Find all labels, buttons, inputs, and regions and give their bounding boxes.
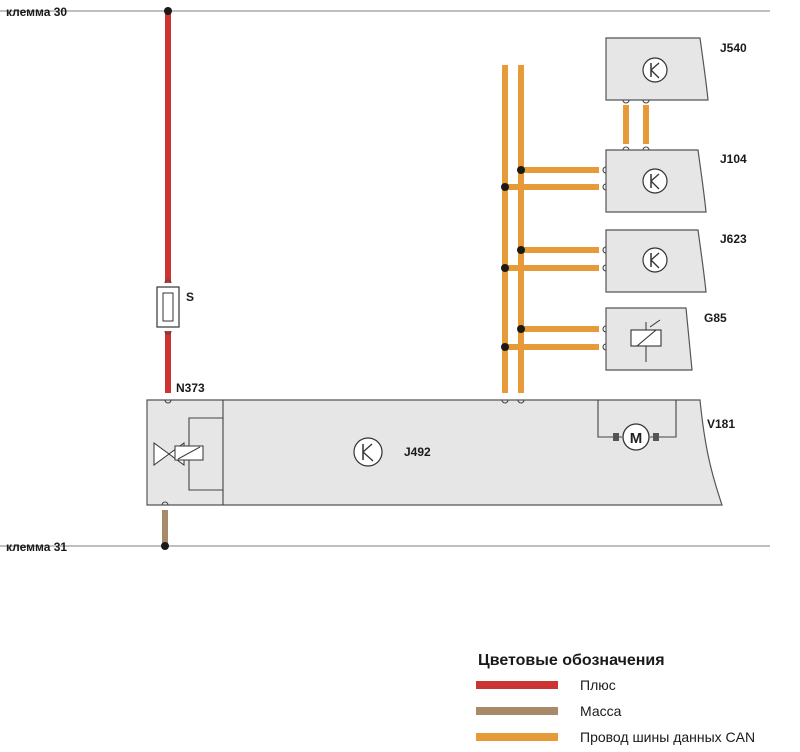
terminal-31-junction bbox=[161, 542, 169, 550]
v181-label: V181 bbox=[707, 417, 735, 431]
terminal-31-label: клемма 31 bbox=[6, 540, 67, 554]
g85-label: G85 bbox=[704, 311, 727, 325]
terminal-30-junction bbox=[164, 7, 172, 15]
transistor-icon bbox=[642, 247, 668, 273]
main-unit-body bbox=[146, 399, 723, 506]
j104-label: J104 bbox=[720, 152, 747, 166]
transistor-icon bbox=[642, 57, 668, 83]
j492-label: J492 bbox=[404, 445, 431, 459]
fuse-s bbox=[156, 279, 180, 335]
j623-label: J623 bbox=[720, 232, 747, 246]
valve-icon bbox=[153, 417, 223, 491]
module-g85 bbox=[501, 307, 693, 371]
module-j623 bbox=[501, 229, 707, 293]
n373-label: N373 bbox=[176, 381, 205, 395]
transistor-icon bbox=[642, 168, 668, 194]
legend-swatch-ground bbox=[476, 707, 558, 715]
ground-connector bbox=[161, 501, 169, 506]
legend-label-plus: Плюс bbox=[580, 677, 616, 693]
module-j104 bbox=[501, 149, 707, 213]
legend-swatch-plus bbox=[476, 681, 558, 689]
transistor-icon bbox=[353, 437, 383, 467]
terminal-30-label: клемма 30 bbox=[6, 5, 67, 19]
svg-text:M: M bbox=[630, 430, 643, 447]
legend-label-can: Провод шины данных CAN bbox=[580, 729, 755, 745]
legend-title: Цветовые обозначения bbox=[478, 652, 665, 669]
motor-icon: M bbox=[597, 400, 677, 451]
legend: Цветовые обозначения Плюс Масса Провод ш… bbox=[476, 652, 755, 745]
legend-label-ground: Масса bbox=[580, 703, 622, 719]
can-bus-trunk bbox=[501, 65, 525, 404]
sensor-icon bbox=[630, 319, 662, 362]
legend-swatch-can bbox=[476, 733, 558, 741]
j540-label: J540 bbox=[720, 41, 747, 55]
plus-connector bbox=[164, 399, 172, 404]
module-j540 bbox=[605, 37, 709, 151]
fuse-label: S bbox=[186, 290, 194, 304]
